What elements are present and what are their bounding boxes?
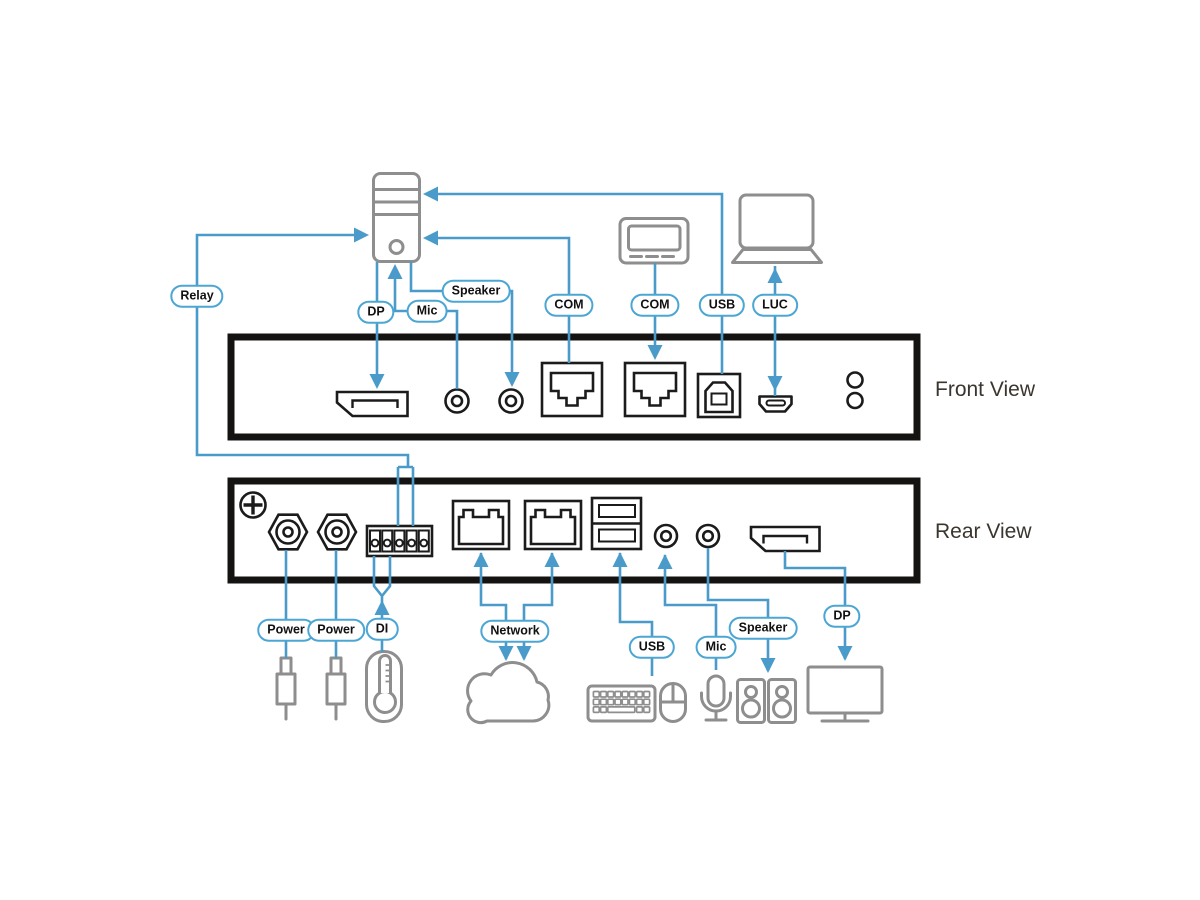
- label-speaker-front: Speaker: [441, 279, 511, 303]
- usb-b-port: [696, 372, 742, 419]
- label-dp-rear: DP: [823, 604, 861, 628]
- led-indicators: [846, 371, 864, 410]
- label-usb-front: USB: [698, 293, 746, 317]
- label-com1: COM: [544, 293, 594, 317]
- mouse-icon: [659, 682, 687, 723]
- label-speaker-rear: Speaker: [728, 616, 798, 640]
- displayport-port-front: [335, 390, 409, 418]
- label-network: Network: [480, 619, 550, 643]
- label-di: DI: [365, 617, 399, 641]
- computer-tower-icon: [372, 172, 421, 263]
- mic-jack-front: [444, 388, 470, 414]
- relay-line: [195, 227, 415, 526]
- cloud-icon: [466, 661, 551, 725]
- label-luc: LUC: [752, 293, 798, 317]
- label-dp-front: DP: [357, 300, 395, 324]
- com2-rj45-port: [623, 361, 687, 418]
- lan2-rj45-port: [523, 499, 583, 551]
- screw-icon: [239, 491, 267, 519]
- power-plug-icon: [325, 656, 347, 721]
- usb-a-ports: [590, 496, 643, 551]
- power-jack-1: [267, 513, 309, 551]
- speaker-jack-front: [498, 388, 524, 414]
- label-mic-rear: Mic: [695, 635, 737, 659]
- label-relay: Relay: [170, 284, 224, 308]
- label-power-1: Power: [257, 618, 315, 642]
- laptop-icon: [731, 193, 823, 264]
- com1-rj45-port: [540, 361, 604, 418]
- front-panel: [227, 333, 921, 441]
- label-mic-front: Mic: [406, 299, 448, 323]
- speaker-jack-rear: [695, 523, 721, 549]
- power-jack-2: [316, 513, 358, 551]
- label-com2: COM: [630, 293, 680, 317]
- keyboard-icon: [586, 684, 657, 723]
- front-view-label: Front View: [935, 378, 1035, 401]
- label-power-2: Power: [307, 618, 365, 642]
- power-plug-icon: [275, 656, 297, 721]
- rear-view-label: Rear View: [935, 520, 1032, 543]
- displayport-port-rear: [749, 525, 821, 553]
- relay-terminal-block: [365, 524, 434, 558]
- mic-jack-rear: [653, 523, 679, 549]
- lan1-rj45-port: [451, 499, 511, 551]
- luc-port: [758, 395, 793, 413]
- luc-line: [767, 266, 783, 396]
- serial-device-icon: [618, 217, 690, 265]
- thermometer-icon: [365, 650, 403, 723]
- com1-line: [423, 230, 571, 363]
- monitor-icon: [806, 665, 884, 723]
- microphone-icon: [700, 674, 732, 722]
- label-usb-rear: USB: [628, 635, 676, 659]
- speakers-icon: [736, 678, 797, 724]
